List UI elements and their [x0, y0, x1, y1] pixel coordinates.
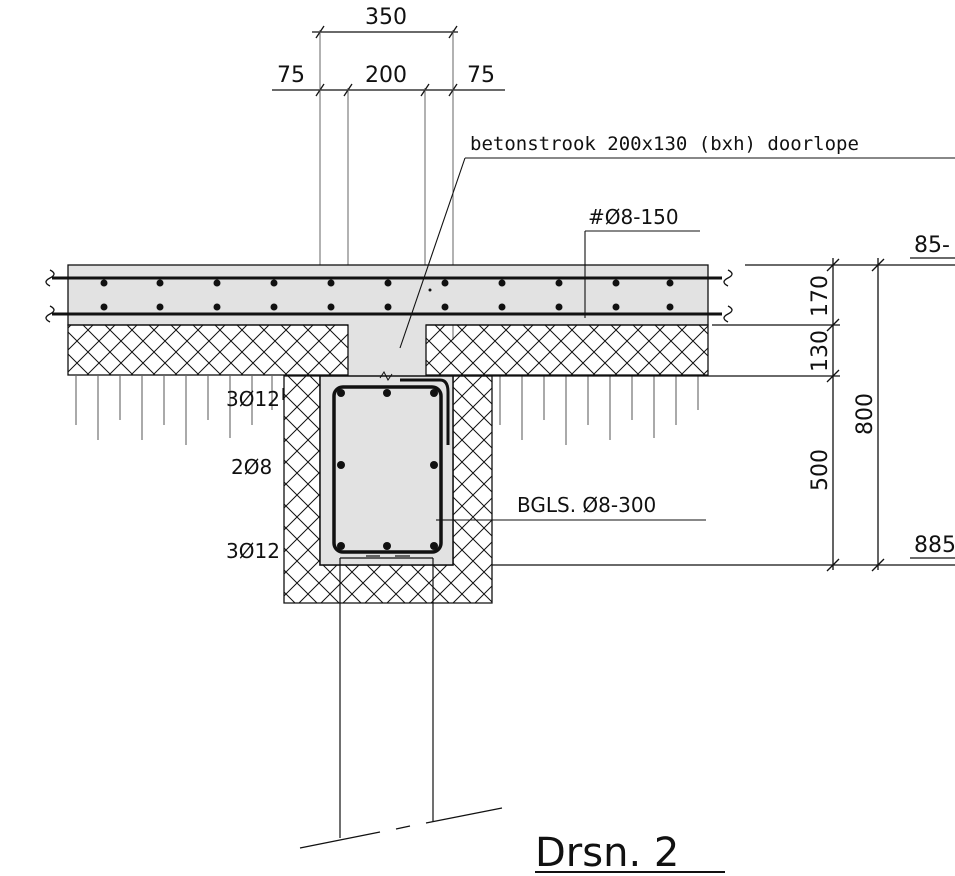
pile: [299, 557, 503, 849]
concrete-strip: [348, 324, 426, 377]
dim-slab-170: 170: [808, 275, 833, 317]
concrete-beam: [319, 375, 454, 566]
dim-slab-130: 130: [808, 330, 833, 372]
label-betonstrook: betonstrook 200x130 (bxh) doorlope: [470, 133, 859, 155]
level-top: 85-: [914, 233, 950, 258]
beam-rebar-dots: [337, 389, 438, 550]
break-symbols: [45, 269, 733, 323]
label-stirrup: BGLS. Ø8-300: [517, 493, 656, 517]
dim-overall-350: 350: [365, 5, 407, 30]
label-bar-bottom: 3Ø12: [226, 539, 280, 563]
dim-total-800: 800: [853, 393, 878, 435]
stirrup-hook: [400, 378, 450, 445]
stirrup: [332, 385, 443, 554]
dim-center-200: 200: [365, 63, 407, 88]
leader-lines: [282, 157, 955, 521]
slab-rebars: [52, 276, 722, 316]
soil-hatch: [75, 376, 699, 445]
joint-mark: [379, 371, 393, 381]
dim-left-75: 75: [277, 63, 305, 88]
dim-right-75: 75: [467, 63, 495, 88]
dim-beam-500: 500: [808, 449, 833, 491]
level-bottom: 885: [914, 533, 955, 558]
label-bar-top: 3Ø12: [226, 387, 280, 411]
insulation-right: [425, 324, 709, 376]
label-mesh: #Ø8-150: [588, 205, 679, 229]
slab-rebar-dots: [100, 279, 674, 311]
drawing-title: Drsn. 2: [535, 830, 679, 876]
insulation-left: [67, 324, 349, 376]
label-bar-mid: 2Ø8: [231, 455, 272, 479]
concrete-slab: [67, 264, 709, 326]
right-dimension-lines: [453, 257, 955, 572]
